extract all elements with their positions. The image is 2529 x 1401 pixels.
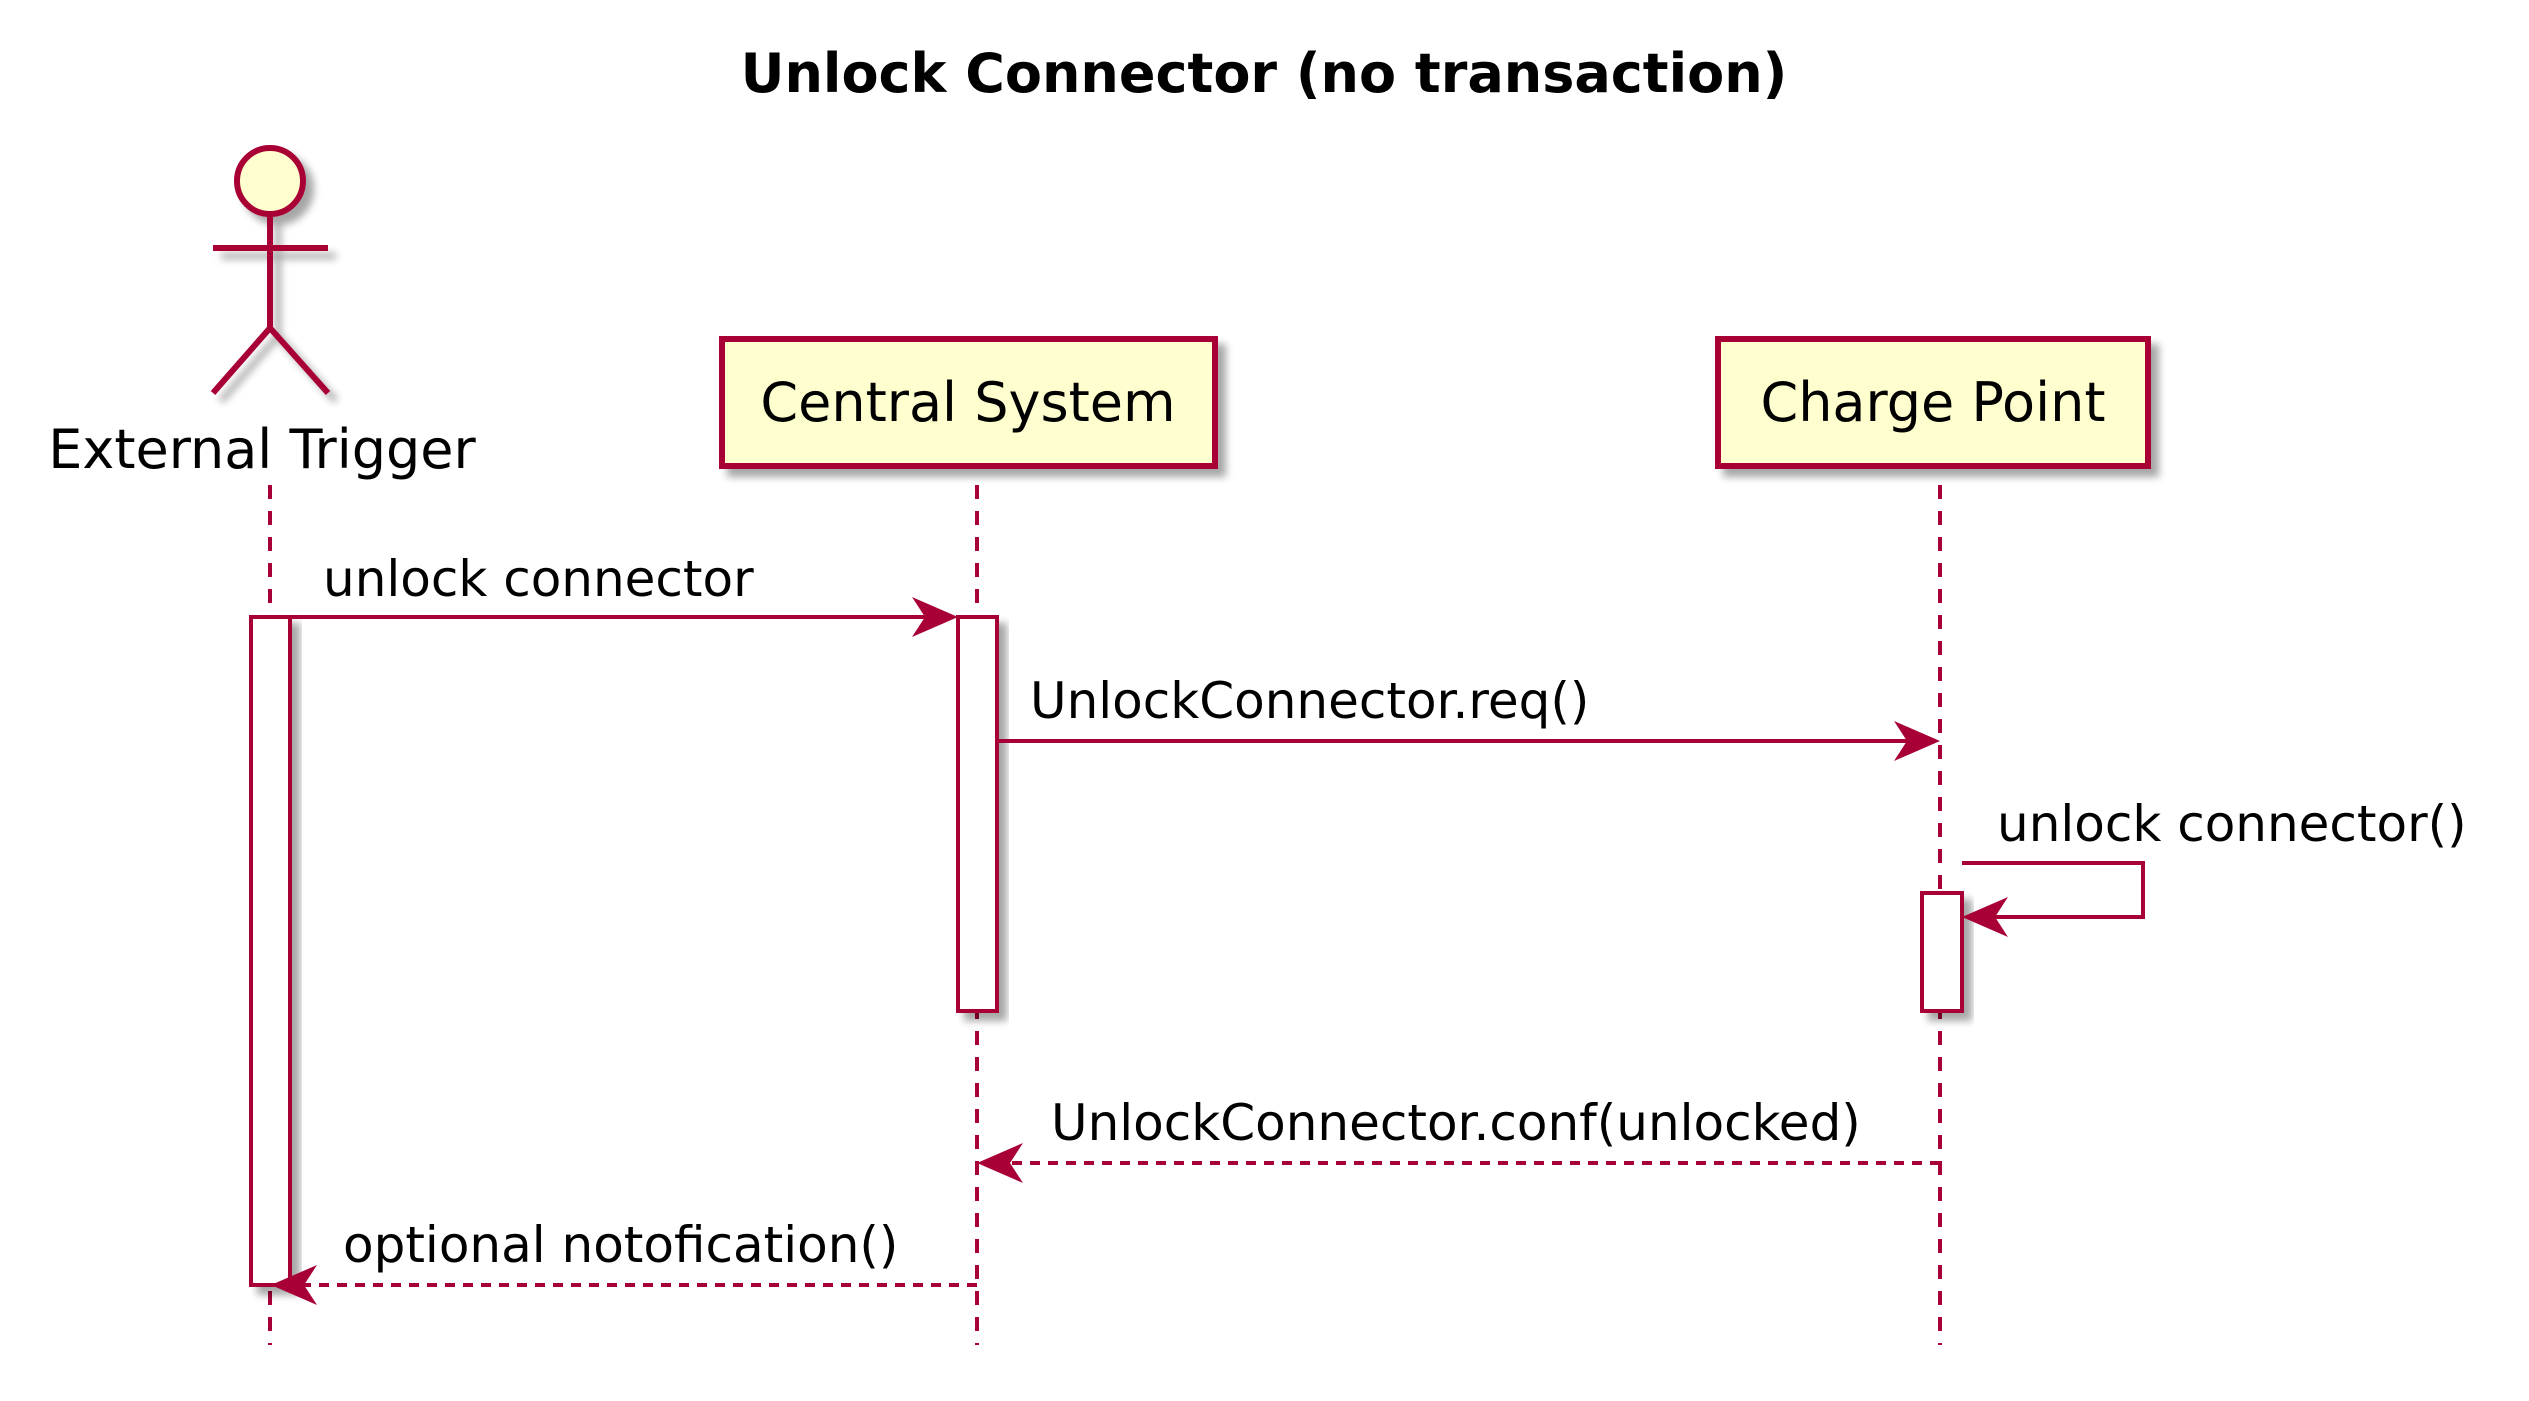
- participant-label-central-system: Central System: [760, 371, 1175, 434]
- activation-charge-point: [1920, 891, 1964, 1013]
- message-unlock-connector-req: UnlockConnector.req(): [997, 672, 1940, 761]
- activation-central-system: [956, 615, 999, 1013]
- arrowhead-icon: [912, 597, 958, 637]
- participant-central-system: Central System: [719, 336, 1218, 469]
- message-label: UnlockConnector.conf(unlocked): [1051, 1094, 1861, 1152]
- arrowhead-icon: [977, 1143, 1023, 1183]
- message-label: unlock connector(): [1997, 795, 2467, 853]
- diagram-title: Unlock Connector (no transaction): [741, 42, 1788, 105]
- message-optional-notification: optional notofication(): [271, 1216, 977, 1305]
- message-unlock-connector-self: unlock connector(): [1962, 795, 2467, 937]
- arrowhead-icon: [271, 1265, 317, 1305]
- message-label: unlock connector: [323, 550, 754, 608]
- actor-head-icon: [234, 145, 306, 217]
- message-label: optional notofication(): [343, 1216, 898, 1274]
- arrowhead-icon: [1962, 897, 2008, 937]
- activation-external-trigger: [249, 615, 292, 1287]
- participant-label-charge-point: Charge Point: [1760, 371, 2105, 434]
- arrowhead-icon: [1894, 721, 1940, 761]
- message-unlock-connector: unlock connector: [290, 550, 958, 637]
- actor-label-external-trigger: External Trigger: [48, 418, 476, 481]
- actor-external-trigger: [210, 145, 331, 395]
- message-label: UnlockConnector.req(): [1030, 672, 1589, 730]
- participant-charge-point: Charge Point: [1715, 336, 2151, 469]
- message-unlock-connector-conf: UnlockConnector.conf(unlocked): [977, 1094, 1940, 1183]
